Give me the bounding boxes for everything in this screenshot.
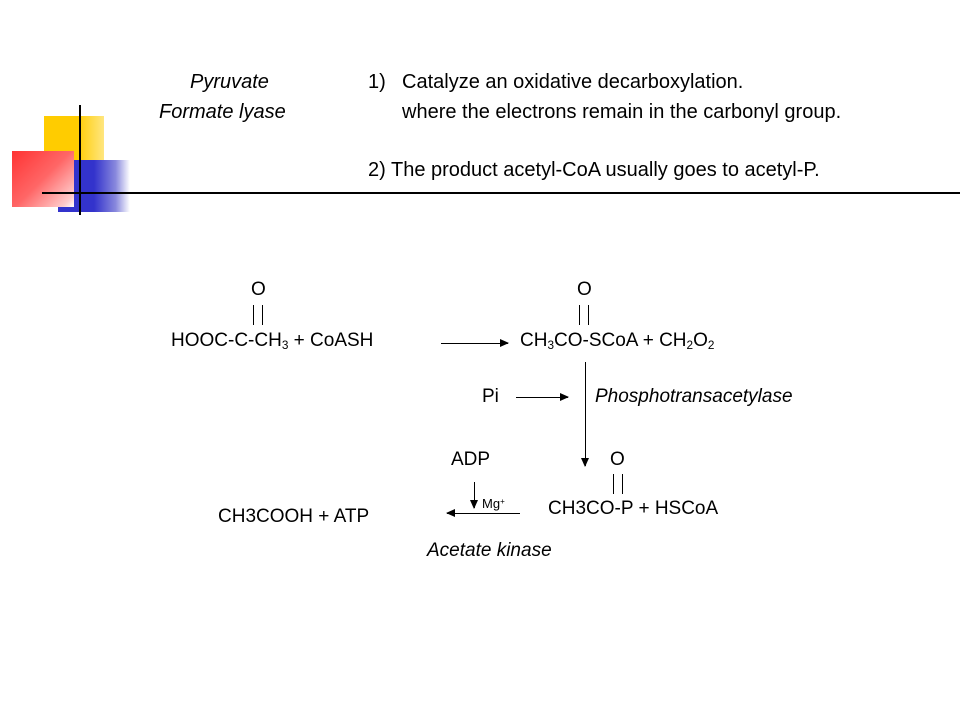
reaction-arrow-2 — [581, 362, 589, 467]
reaction-arrow-1 — [441, 339, 509, 347]
point1-line1: Catalyze an oxidative decarboxylation. — [402, 71, 744, 93]
carbonyl-oxygen-left: O — [251, 279, 266, 300]
decor-vertical-line — [79, 105, 81, 215]
point1-line2: where the electrons remain in the carbon… — [402, 101, 842, 123]
double-bond-lower — [613, 474, 623, 494]
products-1: CH3CO-SCoA + CH2O2 — [520, 330, 715, 352]
products-3: CH3COOH + ATP — [218, 506, 370, 527]
double-bond-left — [253, 305, 263, 325]
point1-number: 1) — [368, 71, 386, 93]
double-bond-right — [579, 305, 589, 325]
products-2: CH3CO-P + HSCoA — [548, 498, 719, 519]
reaction-arrow-3 — [446, 509, 520, 517]
enzyme-name-line2: Formate lyase — [159, 101, 286, 123]
adp-arrow — [470, 482, 478, 509]
decor-horizontal-line — [42, 192, 960, 194]
reactants: HOOC-C-CH3 + CoASH — [171, 330, 374, 352]
pi-arrow — [516, 393, 569, 401]
carbonyl-oxygen-lower: O — [610, 449, 625, 470]
carbonyl-oxygen-right: O — [577, 279, 592, 300]
enzyme-acetate-kinase: Acetate kinase — [427, 540, 552, 561]
cofactor-pi: Pi — [482, 386, 499, 407]
magnesium-ion: Mg+ — [482, 496, 505, 511]
decor-red-square — [12, 151, 74, 207]
enzyme-phosphotransacetylase: Phosphotransacetylase — [595, 386, 793, 407]
enzyme-name-line1: Pyruvate — [190, 71, 269, 93]
point2: 2) The product acetyl-CoA usually goes t… — [368, 159, 820, 181]
cofactor-adp: ADP — [451, 449, 491, 470]
